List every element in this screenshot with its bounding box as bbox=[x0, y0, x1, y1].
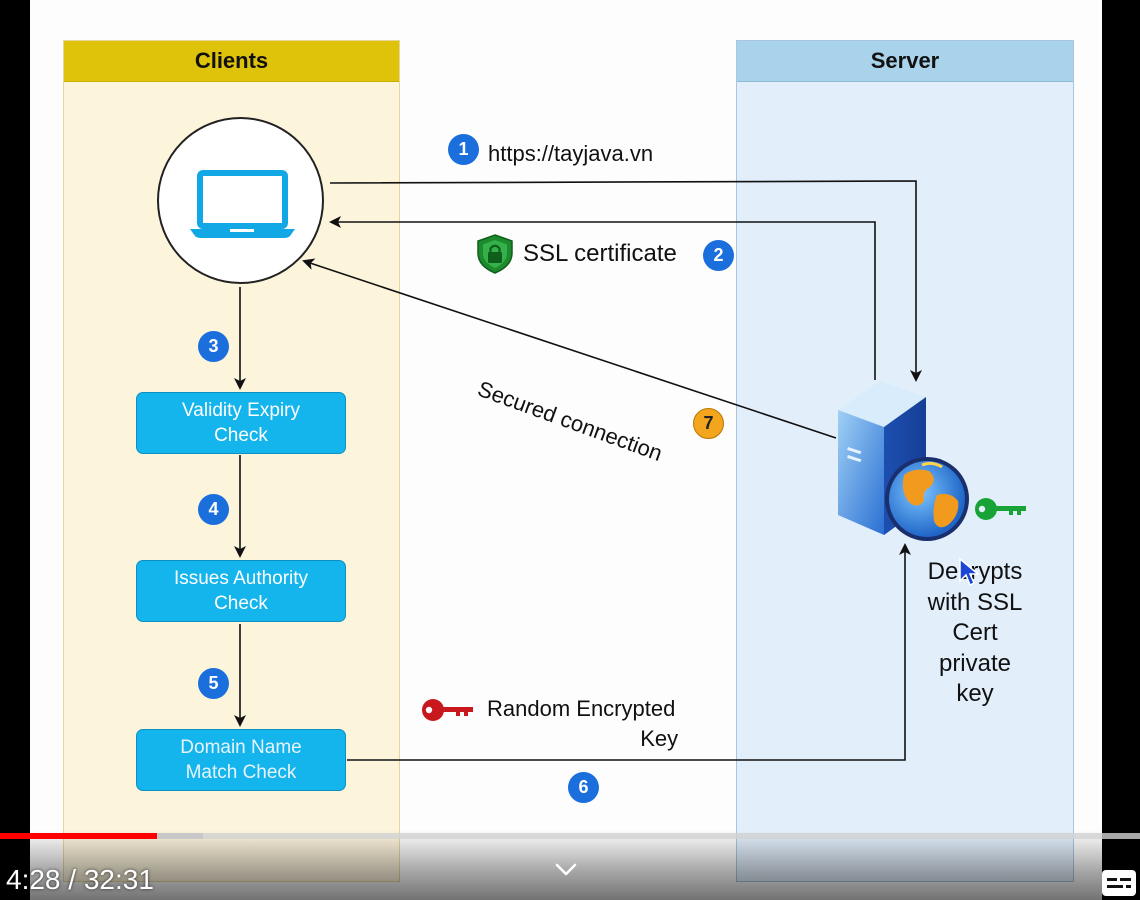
random-encrypted-key-label: Random Encrypted Key bbox=[487, 696, 679, 751]
captions-icon[interactable] bbox=[1100, 868, 1138, 898]
time-display: 4:28 / 32:31 bbox=[6, 864, 154, 895]
step-badge-3: 3 bbox=[198, 331, 229, 362]
step-badge-2: 2 bbox=[703, 240, 734, 271]
progress-bar[interactable] bbox=[0, 833, 1140, 839]
progress-played bbox=[0, 833, 158, 839]
step-badge-5: 5 bbox=[198, 668, 229, 699]
arrow-request bbox=[329, 180, 922, 382]
arrow-ssl-certificate bbox=[329, 216, 876, 380]
clients-lane-header: Clients bbox=[64, 41, 399, 82]
arrow-random-key bbox=[347, 543, 911, 761]
shield-lock-icon bbox=[477, 234, 513, 274]
client-node bbox=[157, 117, 324, 284]
arrow-secured-connection bbox=[302, 258, 837, 439]
request-url-label: https://tayjava.vn bbox=[488, 141, 654, 166]
step-badge-7: 7 bbox=[693, 408, 724, 439]
step-badge-6: 6 bbox=[568, 772, 599, 803]
step-badge-1: 1 bbox=[448, 134, 479, 165]
mouse-cursor-icon bbox=[959, 557, 980, 587]
green-key-icon bbox=[975, 498, 1026, 520]
server-icon bbox=[838, 381, 969, 541]
ssl-certificate-label: SSL certificate bbox=[523, 240, 677, 267]
red-key-icon bbox=[422, 699, 473, 721]
chevron-down-icon[interactable] bbox=[554, 862, 578, 878]
server-lane-header: Server bbox=[737, 41, 1073, 82]
player-controls-overlay bbox=[0, 830, 1140, 900]
step-badge-4: 4 bbox=[198, 494, 229, 525]
globe-icon bbox=[885, 457, 969, 541]
decrypts-label: Decrypts with SSL Cert private key bbox=[927, 558, 1023, 707]
laptop-icon bbox=[190, 170, 295, 238]
